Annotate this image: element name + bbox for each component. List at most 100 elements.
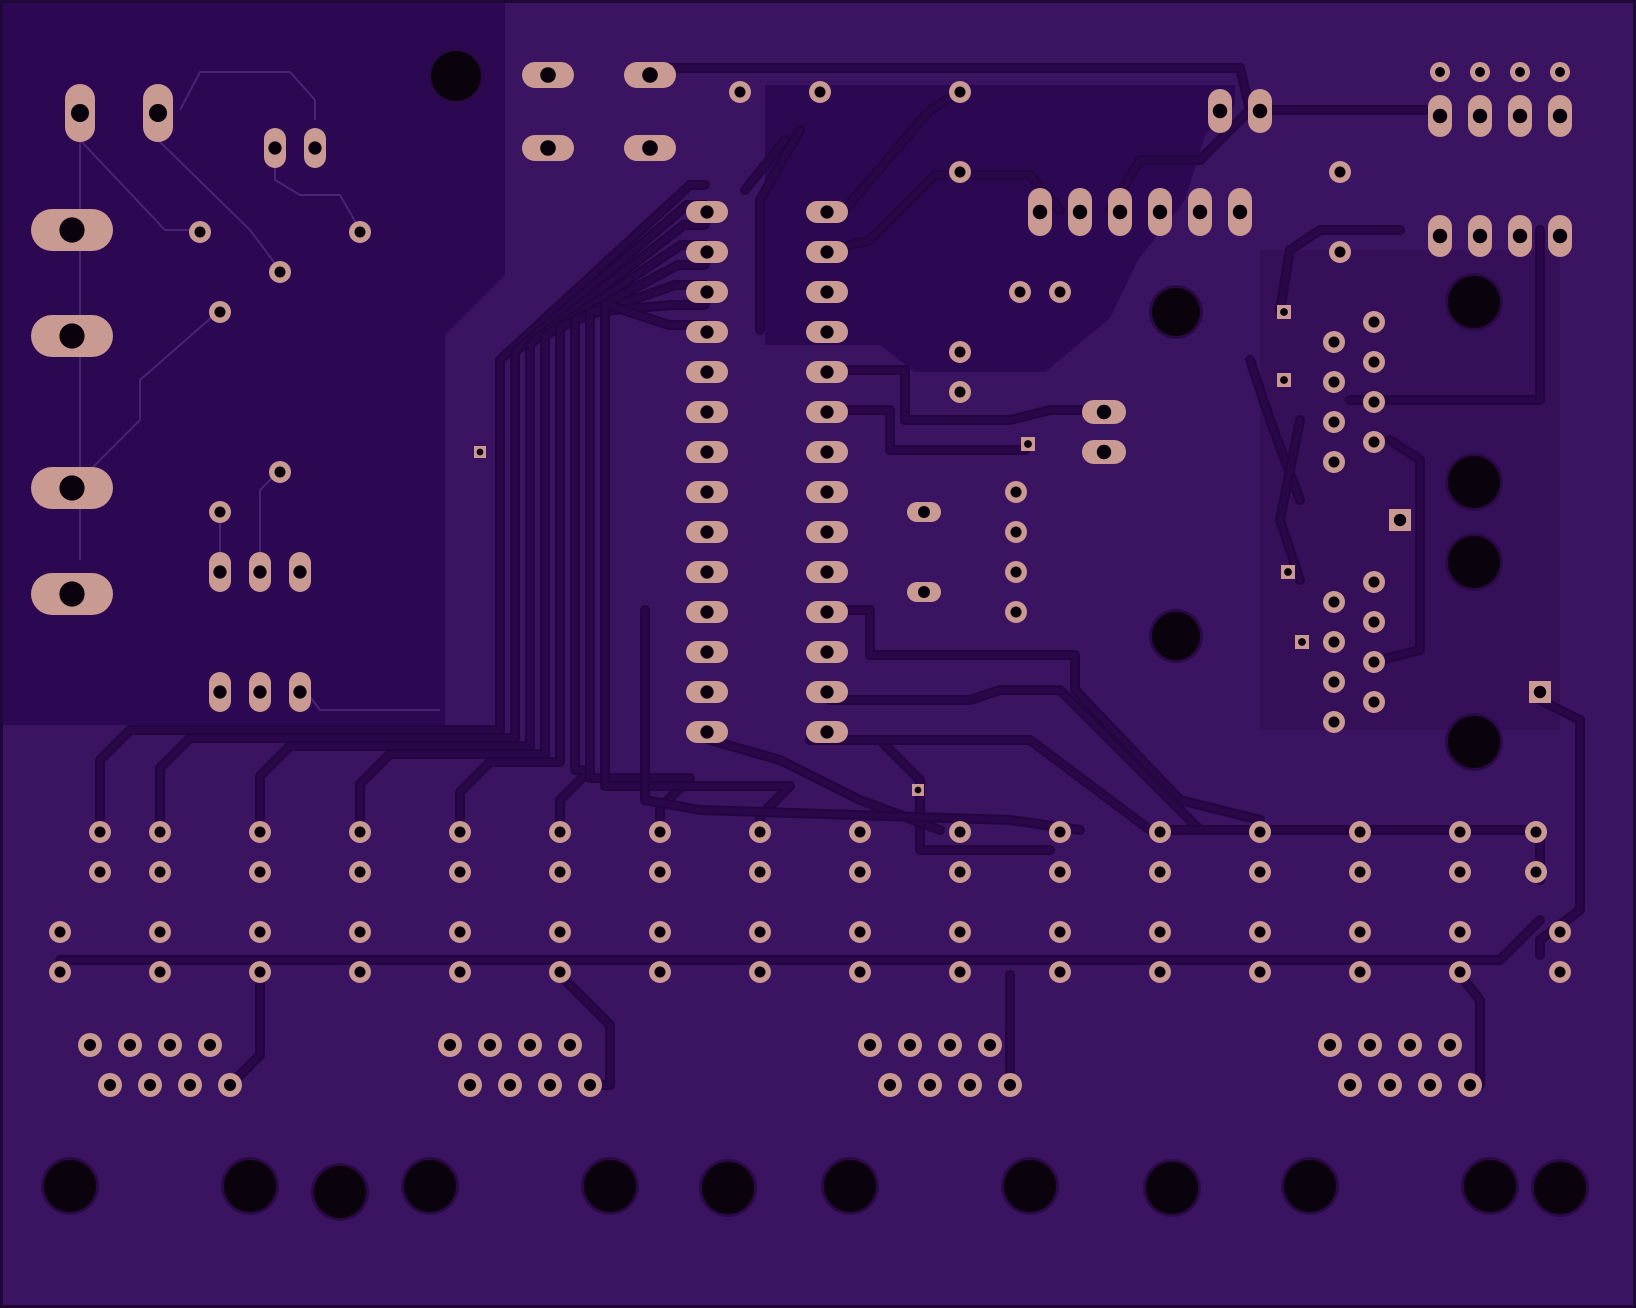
trace bbox=[97, 182, 708, 833]
via-drill bbox=[454, 826, 466, 838]
via-drill bbox=[1054, 286, 1066, 298]
via-drill bbox=[524, 1039, 536, 1051]
via-drill bbox=[1368, 396, 1380, 408]
trace bbox=[1347, 227, 1543, 403]
via-drill bbox=[1054, 926, 1066, 938]
trace bbox=[837, 89, 963, 218]
mounting-hole bbox=[1448, 716, 1500, 768]
via-drill bbox=[954, 866, 966, 878]
via-drill bbox=[1368, 316, 1380, 328]
via-drill bbox=[1344, 1079, 1356, 1091]
via-drill bbox=[1328, 416, 1340, 428]
pad-drill bbox=[700, 205, 714, 219]
trace-layer bbox=[55, 63, 1585, 1090]
pad-drill bbox=[700, 365, 714, 379]
pad-drill bbox=[213, 565, 227, 579]
pad-drill bbox=[476, 448, 484, 456]
via-drill bbox=[274, 466, 286, 478]
via-drill bbox=[984, 1039, 996, 1051]
trace bbox=[587, 302, 708, 833]
mounting-hole bbox=[1146, 1162, 1198, 1214]
pad-drill bbox=[820, 405, 834, 419]
via-drill bbox=[1054, 826, 1066, 838]
pad-drill bbox=[700, 445, 714, 459]
via-drill bbox=[1054, 866, 1066, 878]
pad-drill bbox=[642, 67, 658, 83]
via-drill bbox=[814, 86, 826, 98]
trace bbox=[827, 407, 1028, 453]
via-drill bbox=[254, 926, 266, 938]
trace bbox=[457, 262, 708, 833]
via-drill bbox=[1515, 67, 1525, 77]
pad-drill bbox=[1212, 103, 1228, 119]
copper-pour-center bbox=[765, 85, 1235, 372]
pad-drill bbox=[820, 245, 834, 259]
pad-drill bbox=[820, 525, 834, 539]
pad-drill bbox=[820, 365, 834, 379]
pad-drill bbox=[700, 405, 714, 419]
pad-drill bbox=[1432, 108, 1448, 124]
trace bbox=[557, 282, 708, 833]
via-drill bbox=[1328, 376, 1340, 388]
pad-drill bbox=[820, 325, 834, 339]
pad-drill bbox=[59, 217, 85, 243]
via-drill bbox=[654, 926, 666, 938]
via-drill bbox=[564, 1039, 576, 1051]
via-drill bbox=[1154, 966, 1166, 978]
copper-pour-left bbox=[3, 3, 505, 725]
via-drill bbox=[754, 866, 766, 878]
pad-drill bbox=[253, 565, 267, 579]
trace bbox=[1277, 417, 1303, 583]
via-drill bbox=[224, 1079, 236, 1091]
pad-drill bbox=[540, 140, 556, 156]
pad-drill bbox=[820, 605, 834, 619]
trace bbox=[742, 137, 788, 193]
via-drill bbox=[1014, 286, 1026, 298]
via-drill bbox=[1435, 67, 1445, 77]
via-drill bbox=[454, 966, 466, 978]
via-drill bbox=[554, 826, 566, 838]
mounting-hole bbox=[1448, 456, 1500, 508]
pad-drill bbox=[700, 285, 714, 299]
trace bbox=[227, 972, 263, 1088]
via-drill bbox=[204, 1039, 216, 1051]
via-drill bbox=[184, 1079, 196, 1091]
via-drill bbox=[1368, 696, 1380, 708]
mounting-hole bbox=[702, 1162, 754, 1214]
pad-drill bbox=[253, 685, 267, 699]
trace bbox=[1107, 107, 1253, 213]
via-drill bbox=[154, 926, 166, 938]
via-drill bbox=[954, 826, 966, 838]
pad-drill bbox=[918, 586, 930, 598]
via-drill bbox=[1404, 1039, 1416, 1051]
via-drill bbox=[144, 1079, 156, 1091]
mounting-hole bbox=[584, 1160, 636, 1212]
pad-drill bbox=[700, 525, 714, 539]
via-drill bbox=[54, 926, 66, 938]
via-drill bbox=[1328, 716, 1340, 728]
via-drill bbox=[1324, 1039, 1336, 1051]
pad-drill bbox=[293, 685, 307, 699]
trace bbox=[1537, 697, 1583, 958]
via-drill bbox=[754, 826, 766, 838]
via-drill bbox=[1328, 676, 1340, 688]
via-drill bbox=[1368, 656, 1380, 668]
via-drill bbox=[1364, 1039, 1376, 1051]
pad-drill bbox=[540, 67, 556, 83]
via-drill bbox=[1054, 966, 1066, 978]
via-drill bbox=[864, 1039, 876, 1051]
via-drill bbox=[214, 506, 226, 518]
mounting-hole bbox=[1448, 276, 1500, 328]
via-drill bbox=[154, 866, 166, 878]
via-drill bbox=[154, 966, 166, 978]
via-drill bbox=[444, 1039, 456, 1051]
via-drill bbox=[1554, 926, 1566, 938]
via-drill bbox=[1424, 1079, 1436, 1091]
pad-drill bbox=[59, 475, 85, 501]
mounting-hole bbox=[1284, 1160, 1336, 1212]
via-drill bbox=[354, 226, 366, 238]
via-drill bbox=[154, 826, 166, 838]
via-drill bbox=[254, 866, 266, 878]
mounting-hole bbox=[1534, 1162, 1586, 1214]
via-drill bbox=[924, 1079, 936, 1091]
